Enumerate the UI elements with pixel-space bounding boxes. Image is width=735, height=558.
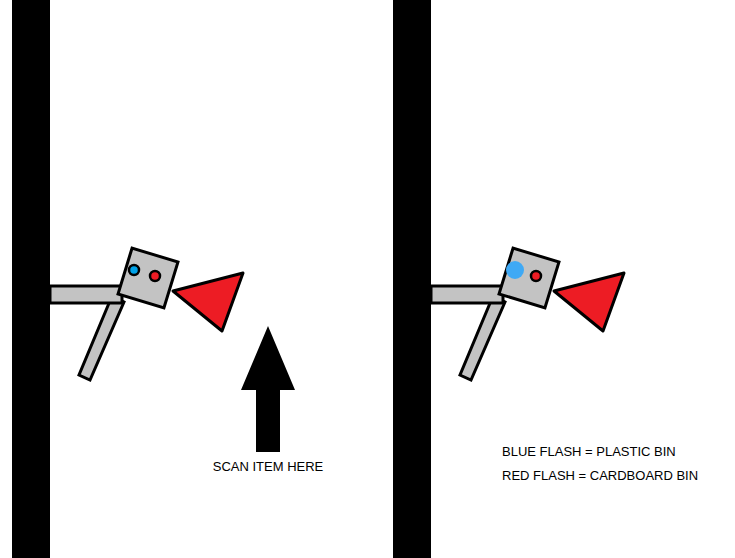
support-arm xyxy=(431,286,503,303)
support-stick xyxy=(79,296,124,380)
blue-flash xyxy=(506,261,524,279)
scanner-head xyxy=(499,248,559,308)
scanner-cone xyxy=(173,273,243,331)
scanner-head xyxy=(118,248,178,308)
scanner-cone xyxy=(554,273,624,331)
support-arm xyxy=(50,286,122,303)
legend-note: BLUE FLASH = PLASTIC BIN xyxy=(502,444,676,460)
blue-light xyxy=(129,265,139,275)
red-light xyxy=(150,271,160,281)
instruction-label: SCAN ITEM HERE xyxy=(213,459,324,475)
support-stick xyxy=(460,296,505,380)
legend-note: RED FLASH = CARDBOARD BIN xyxy=(502,468,698,484)
red-light xyxy=(531,271,541,281)
wall-bar xyxy=(393,0,431,558)
scanner-left xyxy=(12,0,295,558)
wall-bar xyxy=(12,0,50,558)
scan-arrow xyxy=(241,326,295,452)
